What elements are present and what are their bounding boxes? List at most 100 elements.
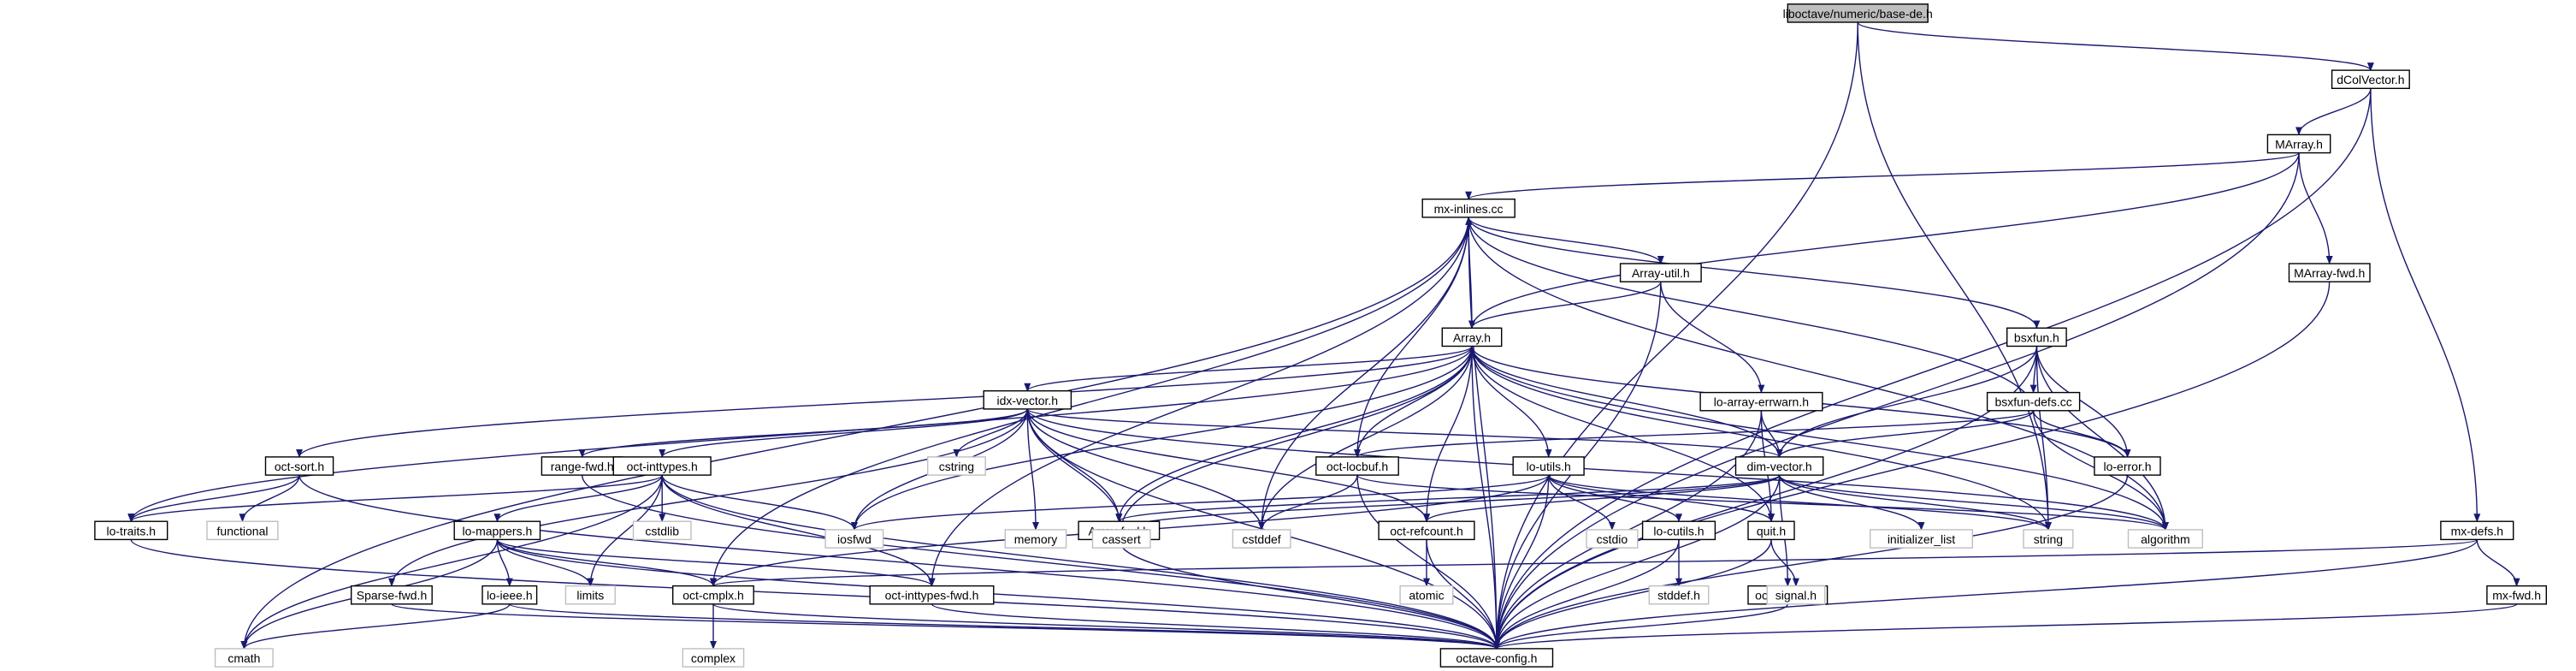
edge-bsxfun-defs-to-lo-error [2032,410,2131,458]
node-lo-ieee[interactable]: lo-ieee.h [482,585,538,605]
edge-idx-vector-to-range-fwd [578,408,1028,458]
edge-oct-refcount-to-octave-config [1426,539,1500,650]
node-MArray-fwd[interactable]: MArray-fwd.h [2288,263,2371,282]
edge-lo-mappers-to-oct-cmplx [496,539,717,587]
node-lo-error[interactable]: lo-error.h [2094,456,2161,476]
node-box [1986,391,2081,412]
node-label: idx-vector.h [997,394,1059,407]
node-cstdlib: cstdlib [632,520,692,541]
node-label: lo-utils.h [1527,460,1571,473]
node-bsxfun-defs[interactable]: bsxfun-defs.cc [1986,391,2081,412]
edge-oct-inttypes-to-octave-config [661,475,1500,650]
edge-lo-mappers-to-octave-config [496,539,1500,650]
node-box [2023,529,2074,549]
node-Array-util[interactable]: Array-util.h [1619,263,1702,282]
edge-idx-vector-to-Sparse-fwd [388,408,1028,587]
node-lo-traits[interactable]: lo-traits.h [94,520,168,541]
node-lo-mappers[interactable]: lo-mappers.h [453,520,541,541]
node-label: bsxfun.h [2014,330,2059,344]
node-label: oct-inttypes-fwd.h [885,589,979,603]
node-dColVector[interactable]: dColVector.h [2331,69,2410,89]
node-oct-inttypes-fwd[interactable]: oct-inttypes-fwd.h [869,585,995,605]
edge-Array-util-to-lo-array-errwarn [1660,282,1765,394]
node-oct-refcount[interactable]: oct-refcount.h [1378,520,1475,541]
node-label: dim-vector.h [1746,460,1811,473]
edge-mx-defs-to-mx-fwd [2476,539,2520,587]
edge-Array-to-oct-locbuf [1354,346,1473,458]
edge-mx-inlines-to-octave-config [1468,217,1500,650]
node-box [2266,134,2331,154]
edge-lo-utils-to-cstdio [1548,475,1616,531]
edge-bsxfun-to-dim-vector [1775,346,2038,458]
edge-mx-inlines-to-cmath [240,217,1469,650]
node-lo-utils[interactable]: lo-utils.h [1512,456,1585,476]
edge-idx-vector-to-cstddef [1026,408,1266,531]
node-dim-vector[interactable]: dim-vector.h [1734,456,1824,476]
edge-oct-inttypes-fwd-to-octave-config [931,603,1500,650]
node-mx-inlines[interactable]: mx-inlines.cc [1421,198,1515,218]
node-oct-sort[interactable]: oct-sort.h [264,456,334,476]
node-box [824,529,884,549]
edge-lo-mappers-to-limits [496,539,594,587]
node-box [1869,529,1973,549]
edge-MArray-fwd-to-octave-config [1492,282,2331,650]
node-label: initializer_list [1888,532,1955,546]
node-mx-fwd[interactable]: mx-fwd.h [2486,585,2547,605]
edge-dColVector-to-octave-config [1492,88,2372,650]
node-label: Sparse-fwd.h [357,589,427,603]
edge-Array-to-iosfwd [850,346,1473,531]
edge-Array-to-quit [1471,346,1775,523]
node-box [482,585,538,605]
node-MArray[interactable]: MArray.h [2266,134,2331,154]
edge-dColVector-to-MArray [2295,88,2372,136]
node-label: functional [217,524,269,537]
node-algorithm: algorithm [2127,529,2204,549]
node-octave-config[interactable]: octave-config.h [1439,648,1554,668]
node-box [1734,456,1824,476]
node-quit[interactable]: quit.h [1747,520,1795,541]
node-box [351,585,433,605]
node-label: octave-config.h [1456,651,1537,665]
node-memory: memory [1004,529,1067,549]
node-label: cstdlib [645,524,679,537]
node-label: MArray.h [2275,138,2323,151]
node-label: complex [691,651,736,665]
node-oct-cmplx[interactable]: oct-cmplx.h [672,585,754,605]
node-label: oct-sort.h [275,460,324,473]
node-box [1766,585,1826,605]
node-label: lo-ieee.h [487,589,533,603]
node-mx-defs[interactable]: mx-defs.h [2440,520,2514,541]
nodes-layer: liboctave/numeric/base-de.h dColVector.hM… [94,3,2547,668]
edge-Array-to-idx-vector [1024,345,1473,392]
node-label: range-fwd.h [551,460,614,473]
node-lo-array-errwarn[interactable]: lo-array-errwarn.h [1699,391,1823,412]
node-label: algorithm [2141,532,2190,546]
node-bsxfun[interactable]: bsxfun.h [2006,327,2067,347]
edge-mx-inlines-to-cstddef [1258,217,1469,531]
node-cstddef: cstddef [1232,529,1291,549]
node-box [2094,456,2161,476]
node-oct-locbuf[interactable]: oct-locbuf.h [1315,456,1399,476]
node-idx-vector[interactable]: idx-vector.h [983,390,1072,410]
node-box [1648,585,1710,605]
node-box [1004,529,1067,549]
node-label: lo-cutils.h [1653,524,1704,537]
node-range-fwd[interactable]: range-fwd.h [541,456,623,476]
node-label: oct-cmplx.h [682,589,744,603]
node-Array[interactable]: Array.h [1441,327,1503,347]
node-base-de[interactable]: liboctave/numeric/base-de.h [1783,3,1933,23]
node-label: lo-mappers.h [463,524,533,537]
node-box [1315,456,1399,476]
node-box [926,456,986,476]
edge-bsxfun-to-algorithm [2035,346,2169,531]
node-oct-inttypes[interactable]: oct-inttypes.h [612,456,712,476]
edge-lo-traits-to-octave-config [130,539,1500,650]
node-label: string [2034,532,2063,546]
edge-Array-to-cassert [1118,346,1473,531]
node-complex: complex [682,648,745,668]
node-lo-cutils[interactable]: lo-cutils.h [1641,520,1716,541]
node-box [1619,263,1702,282]
node-box [1641,520,1716,541]
node-Sparse-fwd[interactable]: Sparse-fwd.h [351,585,433,605]
edge-mx-defs-to-octave-config [1493,539,2478,650]
